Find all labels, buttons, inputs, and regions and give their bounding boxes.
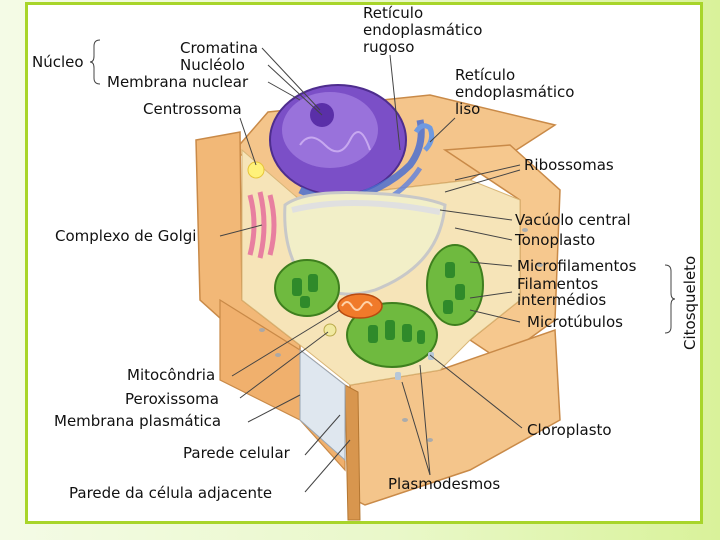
label-cromatina: Cromatina: [180, 39, 258, 57]
label-reticulo-rugoso-1: Retículo: [363, 4, 423, 22]
chloroplast-2: [427, 245, 483, 325]
label-parede-celular: Parede celular: [183, 444, 291, 462]
label-peroxissoma: Peroxissoma: [125, 390, 219, 408]
label-filamentos-2: intermédios: [517, 291, 606, 309]
label-membrana-plasmatica: Membrana plasmática: [54, 412, 221, 430]
label-reticulo-liso-3: liso: [455, 100, 480, 118]
label-plasmodesmos: Plasmodesmos: [388, 475, 500, 493]
citosqueleto-bracket: [665, 265, 675, 333]
label-cloroplasto: Cloroplasto: [527, 421, 612, 439]
label-ribossomas: Ribossomas: [524, 156, 614, 174]
label-nucleolo: Nucléolo: [180, 56, 245, 74]
nucleo-bracket: [90, 40, 100, 84]
label-reticulo-rugoso-2: endoplasmático: [363, 21, 482, 39]
label-centrossoma: Centrossoma: [143, 100, 242, 118]
adjacent-cell-wall: [345, 385, 360, 520]
label-reticulo-liso-1: Retículo: [455, 66, 515, 84]
label-reticulo-rugoso-3: rugoso: [363, 38, 414, 56]
label-tonoplasto: Tonoplasto: [514, 231, 595, 249]
label-reticulo-liso-2: endoplasmático: [455, 83, 574, 101]
label-nucleo: Núcleo: [32, 53, 84, 71]
mitochondrion: [338, 294, 382, 318]
label-parede-adjacente: Parede da célula adjacente: [69, 484, 272, 502]
label-microfilamentos: Microfilamentos: [517, 257, 637, 275]
label-mitocondria: Mitocôndria: [127, 366, 215, 384]
label-membrana-nuclear: Membrana nuclear: [107, 73, 249, 91]
label-vacuolo-central: Vacúolo central: [515, 211, 631, 229]
label-complexo-golgi: Complexo de Golgi: [55, 227, 196, 245]
label-citosqueleto: Citosqueleto: [681, 256, 699, 350]
label-microtubulos: Microtúbulos: [527, 313, 623, 331]
nucleus-inner: [282, 92, 378, 168]
